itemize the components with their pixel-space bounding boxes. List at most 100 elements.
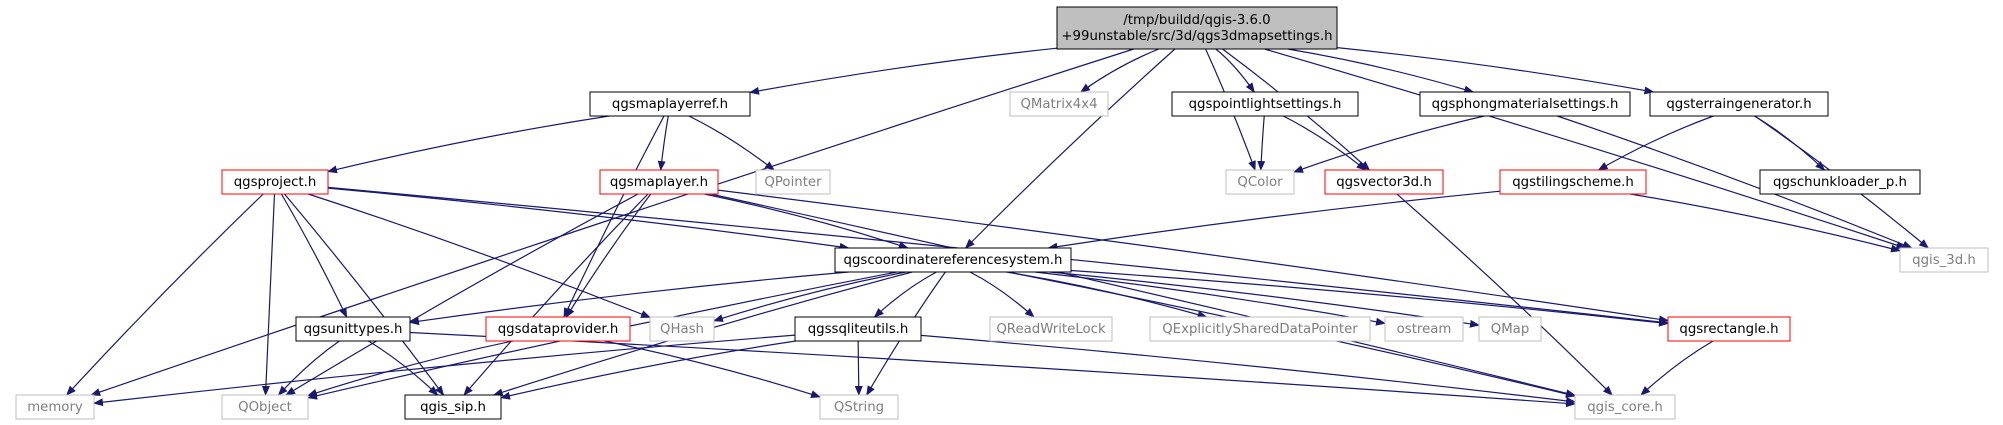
node-box-qexplicit[interactable] (1149, 316, 1371, 342)
node-box-qgsvector3d[interactable] (1324, 169, 1444, 195)
node-qgsdataprovider[interactable]: qgsdataprovider.h (485, 316, 631, 342)
edge-qgssqlite-to-qgiscore (920, 334, 1576, 405)
node-qobject[interactable]: QObject (221, 394, 309, 420)
node-qgsterraingen[interactable]: qgsterraingenerator.h (1649, 91, 1829, 117)
edge-qgscrs-to-qhash (713, 271, 906, 322)
node-qmatrix4x4[interactable]: QMatrix4x4 (1009, 91, 1109, 117)
node-box-qgsphong[interactable] (1419, 91, 1631, 117)
node-box-qgsterraingen[interactable] (1649, 91, 1829, 117)
edge-qgsproject-to-qobject (261, 193, 276, 396)
edge-qgscrs-to-qreadwritelock (969, 271, 1035, 318)
edge-qgssqlite-to-memory (93, 334, 796, 407)
node-box-qgsmaplayer[interactable] (599, 169, 719, 195)
node-qgissip[interactable]: qgis_sip.h (404, 394, 502, 420)
node-qpointer[interactable]: QPointer (755, 169, 831, 195)
node-box-qgssqlite[interactable] (794, 316, 922, 342)
node-label-qhash: QHash (660, 322, 704, 337)
edge-qgsunittypes-to-qobject (277, 340, 340, 396)
edge-qgsmaplayerref-to-qpointer (688, 115, 775, 171)
edge-qgsproject-to-memory (66, 193, 264, 396)
node-box-qgspointlight[interactable] (1171, 91, 1359, 117)
node-qexplicit[interactable]: QExplicitlySharedDataPointer (1149, 316, 1371, 342)
node-box-qgsunittypes[interactable] (295, 316, 411, 342)
edge-root-to-qgsterraingen (1336, 47, 1655, 95)
node-qgspointlight[interactable]: qgspointlightsettings.h (1171, 91, 1359, 117)
node-qgsrectangle[interactable]: qgsrectangle.h (1667, 316, 1791, 342)
edge-root-to-qgscrs (964, 48, 1176, 249)
node-box-ostream[interactable] (1384, 316, 1464, 342)
edge-qgspointlight-to-qgsvector3d (1283, 115, 1367, 171)
node-qgsunittypes[interactable]: qgsunittypes.h (295, 316, 411, 342)
node-label-qgscrs: qgscoordinatereferencesystem.h (844, 253, 1063, 268)
node-qgsmaplayer[interactable]: qgsmaplayer.h (599, 169, 719, 195)
edge-qgstiling-to-qgis3d (1629, 193, 1901, 253)
edge-qgsphong-to-qcolor (1293, 115, 1485, 173)
edge-qgssqlite-to-qgissip (500, 340, 796, 400)
edge-qgsmaplayerref-to-qgsmaplayer (657, 115, 669, 171)
node-ostream[interactable]: ostream (1384, 316, 1464, 342)
node-label-qpointer: QPointer (764, 175, 822, 190)
node-qcolor[interactable]: QColor (1225, 169, 1295, 195)
edges (66, 47, 1929, 408)
node-label-qgspointlight: qgspointlightsettings.h (1189, 97, 1342, 112)
node-qgsmaplayerref[interactable]: qgsmaplayerref.h (589, 91, 751, 117)
node-box-root[interactable] (1056, 6, 1338, 50)
node-box-qobject[interactable] (221, 394, 309, 420)
node-box-qgis3d[interactable] (1899, 247, 1989, 273)
node-box-qgscrs[interactable] (834, 247, 1072, 273)
node-qgschunkloader[interactable]: qgschunkloader_p.h (1759, 169, 1921, 195)
edge-qgsmaplayer-to-qgissip (463, 193, 649, 396)
node-box-qgissip[interactable] (404, 394, 502, 420)
node-qstring[interactable]: QString (819, 394, 899, 420)
node-label-qmatrix4x4: QMatrix4x4 (1020, 97, 1097, 112)
node-box-qgsproject[interactable] (221, 169, 329, 195)
edge-qgsdataprovider-to-qstring (604, 340, 821, 399)
node-label-qgsterraingen: qgsterraingenerator.h (1666, 97, 1811, 112)
node-box-qgstiling[interactable] (1499, 169, 1647, 195)
node-qgis3d[interactable]: qgis_3d.h (1899, 247, 1989, 273)
node-box-qcolor[interactable] (1225, 169, 1295, 195)
node-label-qgissip: qgis_sip.h (420, 400, 486, 415)
node-label-root-line1: +99unstable/src/3d/qgs3dmapsettings.h (1061, 29, 1332, 44)
node-box-qmatrix4x4[interactable] (1009, 91, 1109, 117)
node-qgsphong[interactable]: qgsphongmaterialsettings.h (1419, 91, 1631, 117)
node-box-qmap[interactable] (1478, 316, 1542, 342)
node-box-qpointer[interactable] (755, 169, 831, 195)
node-label-qstring: QString (834, 400, 884, 415)
node-box-qstring[interactable] (819, 394, 899, 420)
node-qhash[interactable]: QHash (649, 316, 715, 342)
node-box-qgschunkloader[interactable] (1759, 169, 1921, 195)
edge-root-to-qmatrix4x4 (1079, 48, 1160, 93)
edge-qgsmaplayer-to-qgscrs (704, 193, 909, 250)
node-box-memory[interactable] (15, 394, 95, 420)
node-qreadwritelock[interactable]: QReadWriteLock (989, 316, 1113, 342)
edge-qgsunittypes-to-qgissip (368, 340, 439, 396)
node-box-qhash[interactable] (649, 316, 715, 342)
node-qgiscore[interactable]: qgis_core.h (1574, 394, 1676, 420)
node-box-qgiscore[interactable] (1574, 394, 1676, 420)
edge-qgsproject-to-qgscrs (327, 187, 850, 251)
node-box-qgsrectangle[interactable] (1667, 316, 1791, 342)
node-memory[interactable]: memory (15, 394, 95, 420)
node-qmap[interactable]: QMap (1478, 316, 1542, 342)
node-qgstiling[interactable]: qgstilingscheme.h (1499, 169, 1647, 195)
edge-qgsrectangle-to-qgiscore (1640, 340, 1714, 396)
node-qgscrs[interactable]: qgscoordinatereferencesystem.h (834, 247, 1072, 273)
edge-qgsphong-to-qgis3d (1557, 115, 1913, 249)
edge-qgstiling-to-qgscrs (1047, 190, 1501, 251)
node-label-qgsmaplayerref: qgsmaplayerref.h (612, 97, 728, 112)
node-qgsvector3d[interactable]: qgsvector3d.h (1324, 169, 1444, 195)
node-qgsproject[interactable]: qgsproject.h (221, 169, 329, 195)
edge-root-to-memory (90, 48, 1134, 396)
node-qgssqlite[interactable]: qgssqliteutils.h (794, 316, 922, 342)
node-label-qgsvector3d: qgsvector3d.h (1336, 175, 1432, 190)
edge-qgspointlight-to-qcolor (1257, 115, 1266, 171)
node-root[interactable]: /tmp/buildd/qgis-3.6.0+99unstable/src/3d… (1056, 6, 1338, 50)
edge-root-to-qgsphong (1287, 48, 1475, 94)
node-box-qgsmaplayerref[interactable] (589, 91, 751, 117)
node-label-qgis3d: qgis_3d.h (1912, 253, 1976, 268)
node-box-qgsdataprovider[interactable] (485, 316, 631, 342)
node-box-qreadwritelock[interactable] (989, 316, 1113, 342)
node-label-qreadwritelock: QReadWriteLock (996, 322, 1106, 337)
edge-qgsmaplayer-to-qobject (285, 193, 639, 396)
